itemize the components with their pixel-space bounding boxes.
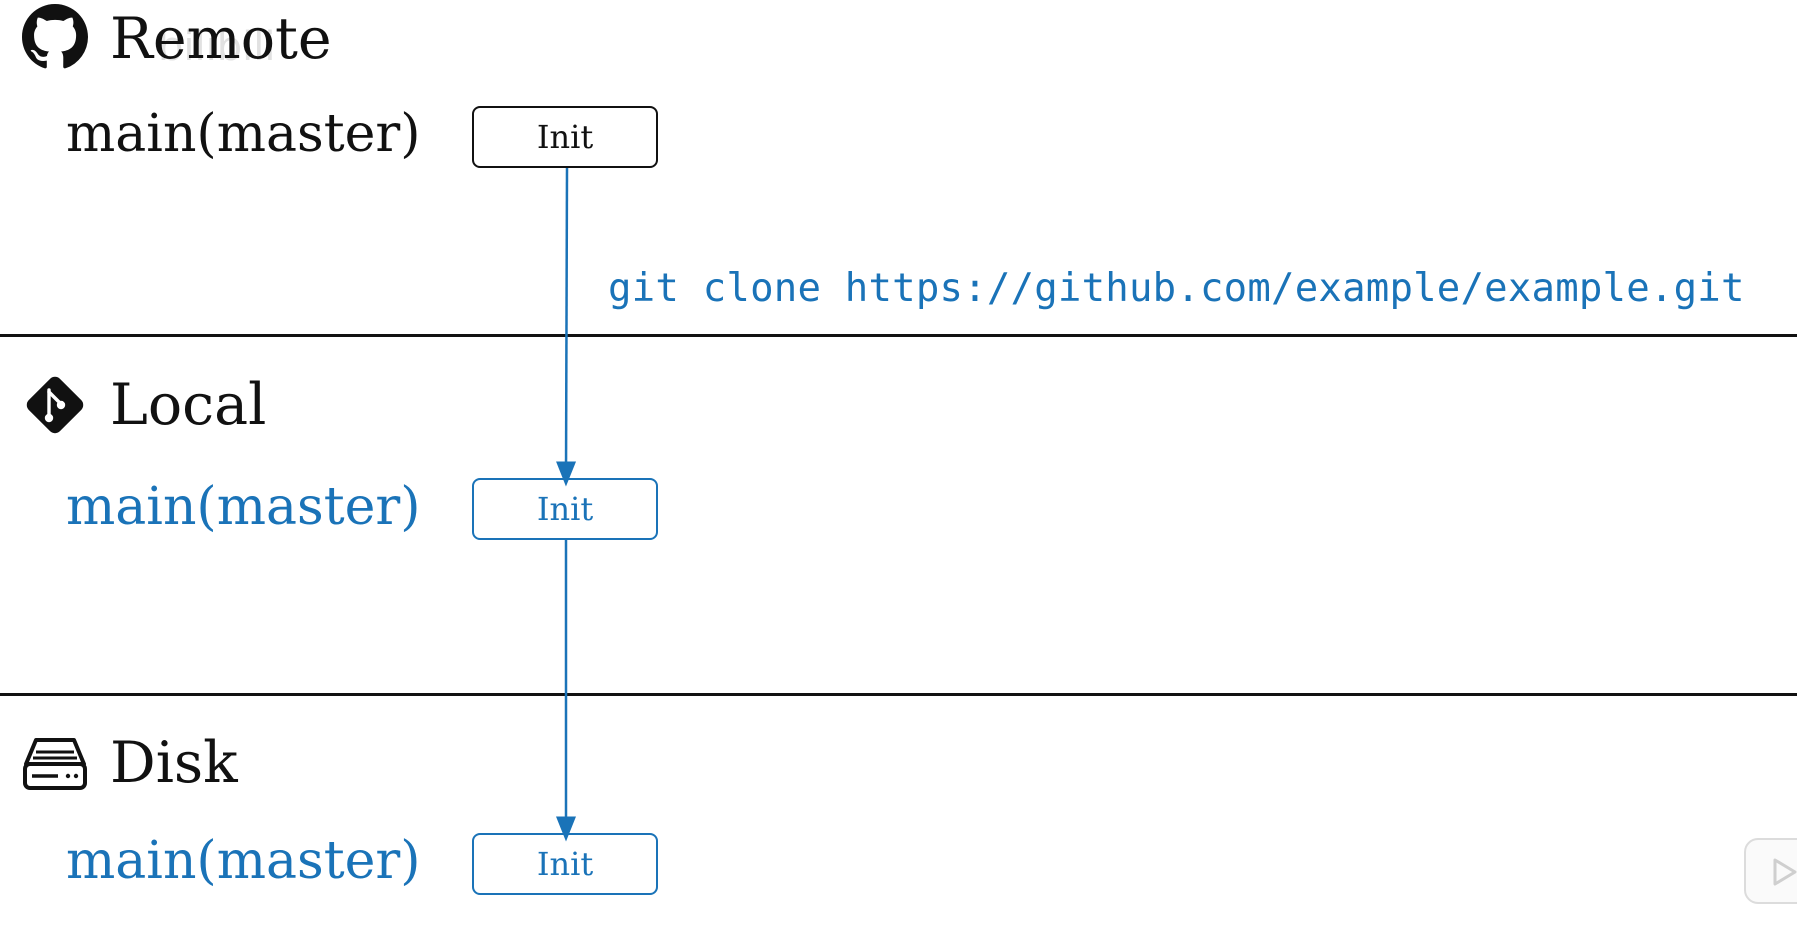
github-icon <box>22 4 88 69</box>
remote-local-divider <box>0 334 1797 337</box>
remote-commit-node: Init <box>472 106 658 168</box>
play-button[interactable] <box>1744 838 1797 904</box>
local-section-title: Local <box>110 372 267 438</box>
hard-drive-icon <box>23 738 87 790</box>
git-clone-command: git clone https://github.com/example/exa… <box>608 266 1745 311</box>
local-disk-divider <box>0 693 1797 696</box>
remote-branch-label: main(master) <box>66 104 421 164</box>
git-icon <box>26 376 84 434</box>
play-icon <box>1773 858 1797 886</box>
remote-to-local-arrow <box>556 167 577 487</box>
local-branch-label: main(master) <box>66 477 421 537</box>
disk-branch-label: main(master) <box>66 831 421 891</box>
watermark: bilibili <box>158 24 276 70</box>
remote-section-title: Remote <box>110 6 332 72</box>
local-commit-node: Init <box>472 478 658 540</box>
disk-commit-node: Init <box>472 833 658 895</box>
disk-section-title: Disk <box>110 730 238 796</box>
